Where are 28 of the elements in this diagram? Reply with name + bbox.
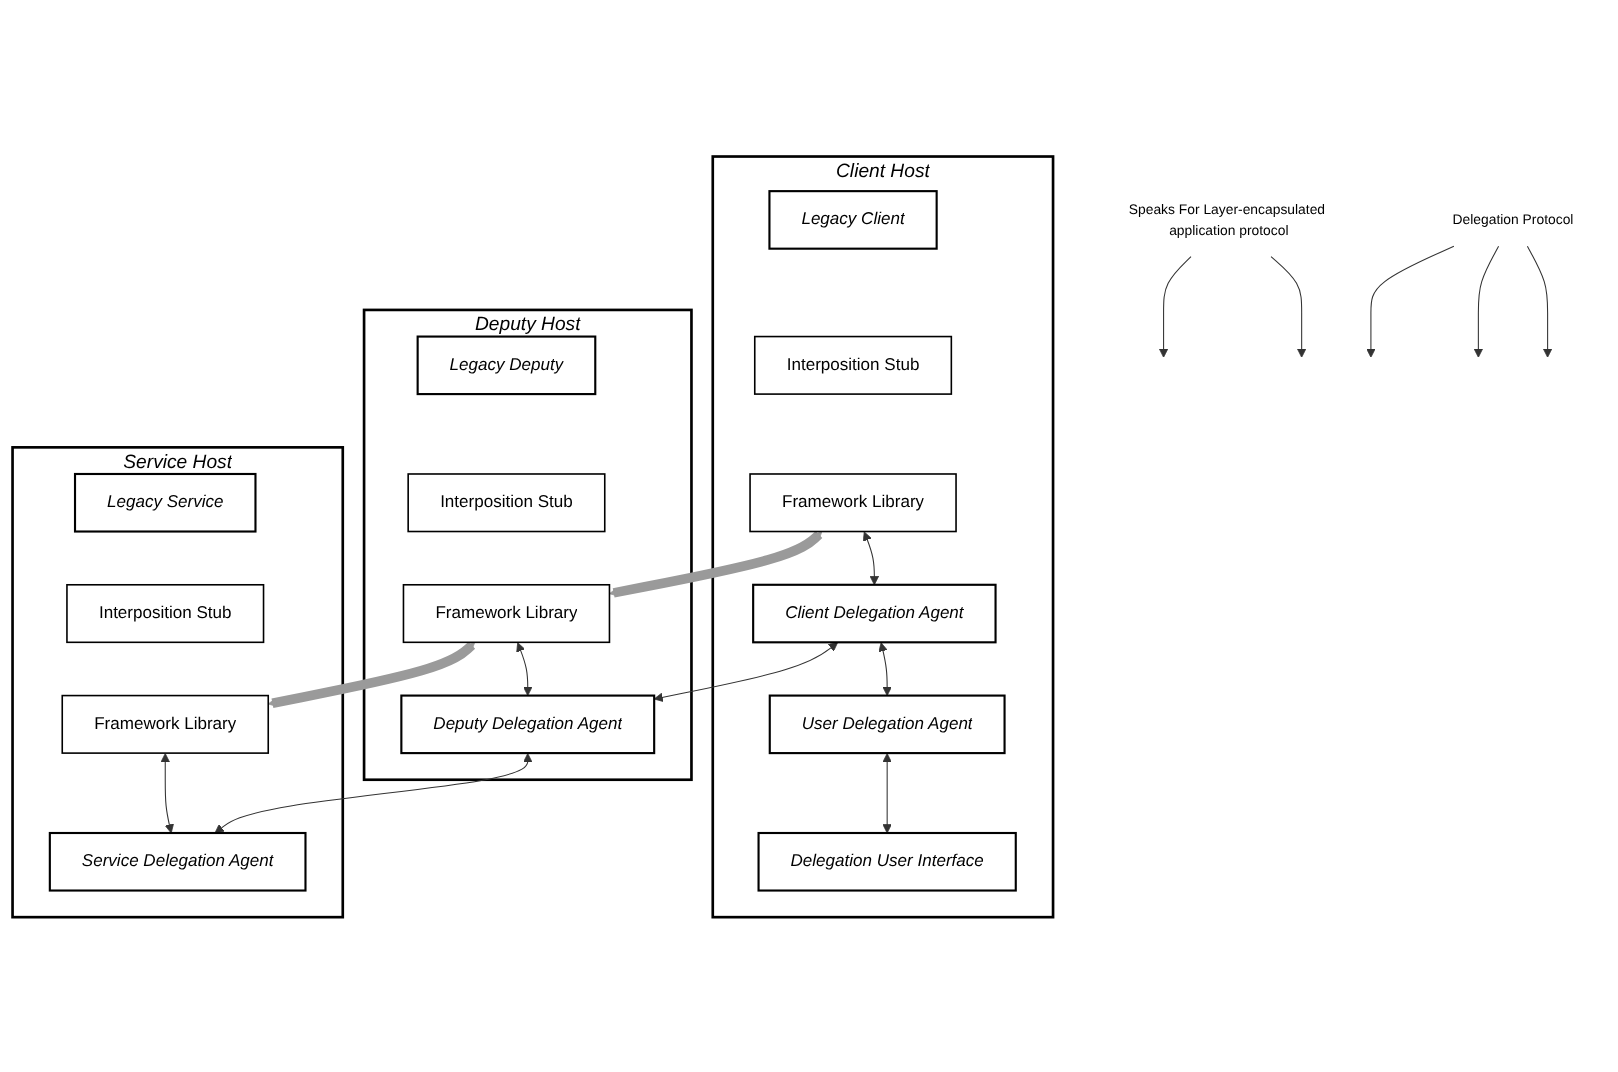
- arrow: [878, 641, 892, 696]
- arrow: [214, 752, 533, 833]
- arrow: [267, 640, 476, 708]
- arrow: [1526, 244, 1553, 357]
- node-box: Client Delegation Agent: [752, 582, 997, 643]
- node-box: Interposition Stub: [754, 334, 953, 395]
- arrow: [862, 530, 880, 585]
- arrow: [1366, 244, 1455, 357]
- node-box: User Delegation Agent: [768, 693, 1006, 754]
- node-box: Service Delegation Agent: [48, 831, 307, 891]
- node-box: Framework Library: [402, 583, 611, 643]
- node-box: Framework Library: [61, 693, 270, 754]
- node-box: Legacy Service: [74, 472, 257, 532]
- node-box: Interposition Stub: [66, 583, 265, 643]
- arrow: [653, 641, 839, 702]
- arrow: [516, 641, 533, 696]
- arrow: [1270, 255, 1307, 357]
- arrow: [1473, 244, 1500, 357]
- node-box: Legacy Client: [768, 189, 938, 249]
- arrow: [609, 530, 823, 597]
- node-box: Legacy Deputy: [416, 334, 597, 395]
- node-box: Interposition Stub: [407, 472, 606, 532]
- arrow: [882, 752, 892, 833]
- arrow: [1158, 255, 1192, 357]
- arrow: [160, 752, 174, 833]
- node-box: Framework Library: [749, 472, 957, 532]
- node-box: Deputy Delegation Agent: [400, 693, 656, 754]
- node-box: Delegation User Interface: [757, 831, 1017, 891]
